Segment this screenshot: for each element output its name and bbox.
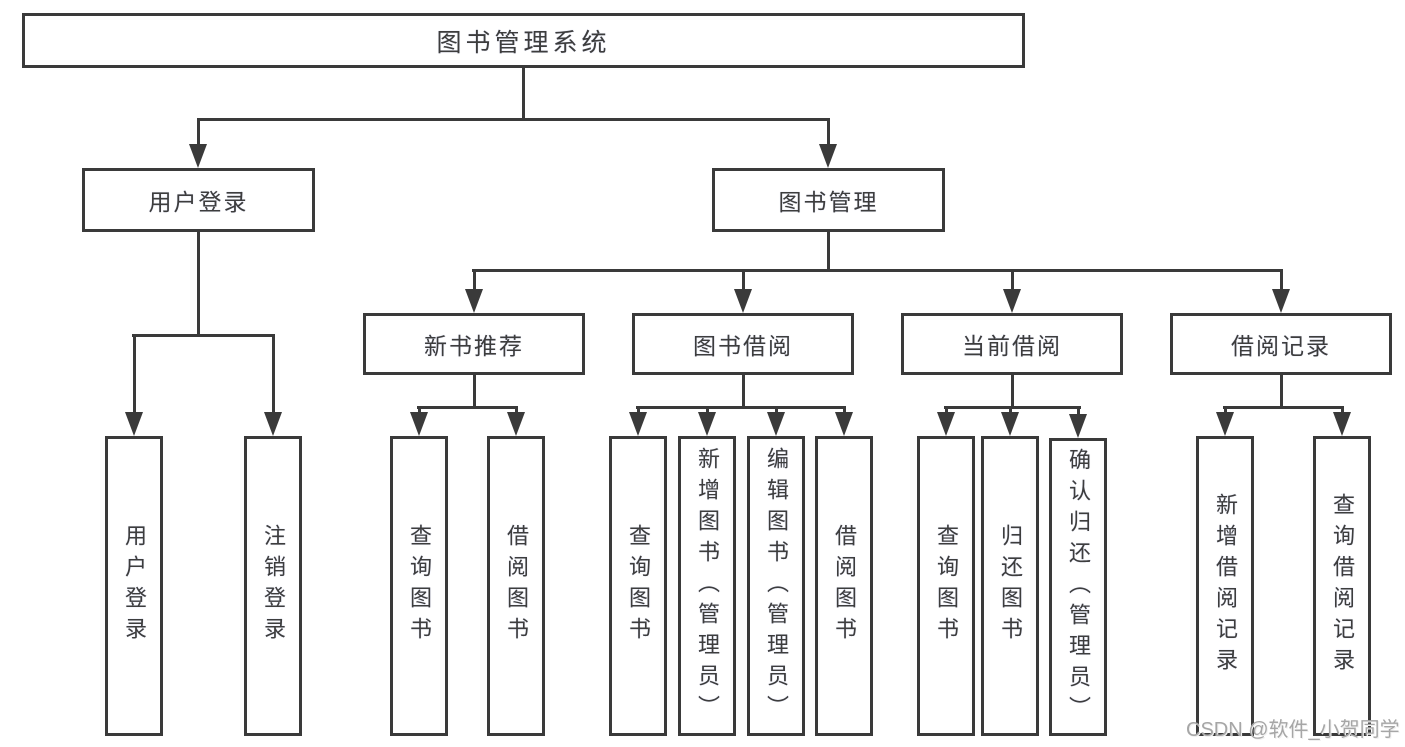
connector-drop-return-books bbox=[1009, 406, 1012, 414]
connector-login-stem bbox=[197, 230, 200, 336]
arrowhead-icon-current-borrowing bbox=[1003, 289, 1021, 313]
node-user-login: 用户登录 bbox=[82, 168, 315, 232]
arrowhead-icon-confirm-return bbox=[1069, 414, 1087, 438]
arrowhead-icon-query-books-1 bbox=[410, 412, 428, 436]
connector-level3-bar bbox=[472, 269, 1283, 272]
arrowhead-icon-add-record bbox=[1216, 412, 1234, 436]
leaf-query-books-3: 查询图书 bbox=[917, 436, 975, 736]
connector-drop-current-borrowing bbox=[1011, 269, 1014, 291]
leaf-borrow-books-1: 借阅图书 bbox=[487, 436, 545, 736]
leaf-confirm-return-admin: 确认归还（管理员） bbox=[1049, 438, 1107, 736]
leaf-user-login: 用户登录 bbox=[105, 436, 163, 736]
arrowhead-icon-new-book bbox=[465, 289, 483, 313]
node-book-borrowing: 图书借阅 bbox=[632, 313, 854, 375]
arrowhead-icon-query-record bbox=[1333, 412, 1351, 436]
arrowhead-icon-borrow-books-2 bbox=[835, 412, 853, 436]
arrowhead-icon-leaf-user-login bbox=[125, 412, 143, 436]
connector-drop-user-login bbox=[197, 118, 200, 146]
connector-borrowing-bar bbox=[636, 406, 846, 409]
connector-root-stem bbox=[522, 66, 525, 121]
node-current-borrowing: 当前借阅 bbox=[901, 313, 1123, 375]
connector-drop-borrowing-records bbox=[1280, 269, 1283, 291]
arrowhead-icon-add-books bbox=[698, 412, 716, 436]
leaf-add-borrow-record: 新增借阅记录 bbox=[1196, 436, 1254, 736]
leaf-borrow-books-2: 借阅图书 bbox=[815, 436, 873, 736]
node-root: 图书管理系统 bbox=[22, 13, 1025, 68]
connector-root-bar bbox=[197, 118, 830, 121]
connector-drop-leaf-user-login bbox=[133, 334, 136, 414]
connector-drop-query-books-3 bbox=[945, 406, 948, 414]
connector-newbook-bar bbox=[417, 406, 518, 409]
arrowhead-icon-query-books-3 bbox=[937, 412, 955, 436]
arrowhead-icon-return-books bbox=[1001, 412, 1019, 436]
connector-borrowing-stem bbox=[742, 373, 745, 408]
node-borrowing-records: 借阅记录 bbox=[1170, 313, 1392, 375]
csdn-watermark: CSDN @软件_小贺同学 bbox=[1186, 719, 1400, 741]
node-new-book-recommend: 新书推荐 bbox=[363, 313, 585, 375]
connector-drop-new-book bbox=[473, 269, 476, 291]
connector-drop-borrow-books-1 bbox=[515, 406, 518, 414]
arrowhead-icon-book-management bbox=[819, 144, 837, 168]
node-book-management: 图书管理 bbox=[712, 168, 945, 232]
connector-drop-book-management bbox=[827, 118, 830, 146]
connector-records-bar bbox=[1223, 406, 1344, 409]
connector-login-bar bbox=[132, 334, 275, 337]
leaf-add-books-admin: 新增图书（管理员） bbox=[678, 436, 736, 736]
connector-newbook-stem bbox=[473, 373, 476, 408]
arrowhead-icon-borrow-books-1 bbox=[507, 412, 525, 436]
arrowhead-icon-book-borrowing bbox=[734, 289, 752, 313]
leaf-query-books-1: 查询图书 bbox=[390, 436, 448, 736]
arrowhead-icon-query-books-2 bbox=[629, 412, 647, 436]
connector-drop-edit-books bbox=[775, 406, 778, 414]
arrowhead-icon-leaf-logout bbox=[264, 412, 282, 436]
connector-drop-query-books-1 bbox=[418, 406, 421, 414]
arrowhead-icon-edit-books bbox=[767, 412, 785, 436]
connector-drop-query-books-2 bbox=[637, 406, 640, 414]
leaf-return-books: 归还图书 bbox=[981, 436, 1039, 736]
connector-drop-book-borrowing bbox=[742, 269, 745, 291]
leaf-query-borrow-record: 查询借阅记录 bbox=[1313, 436, 1371, 736]
connector-drop-confirm-return bbox=[1077, 406, 1080, 416]
connector-current-stem bbox=[1011, 373, 1014, 408]
arrowhead-icon-user-login bbox=[189, 144, 207, 168]
leaf-query-books-2: 查询图书 bbox=[609, 436, 667, 736]
connector-mgmt-stem bbox=[827, 230, 830, 271]
connector-drop-leaf-logout bbox=[272, 334, 275, 414]
arrowhead-icon-borrowing-records bbox=[1272, 289, 1290, 313]
connector-drop-add-record bbox=[1224, 406, 1227, 414]
connector-records-stem bbox=[1280, 373, 1283, 408]
leaf-logout: 注销登录 bbox=[244, 436, 302, 736]
connector-drop-borrow-books-2 bbox=[843, 406, 846, 414]
leaf-edit-books-admin: 编辑图书（管理员） bbox=[747, 436, 805, 736]
connector-drop-query-record bbox=[1341, 406, 1344, 414]
connector-current-bar bbox=[944, 406, 1081, 409]
connector-drop-add-books bbox=[706, 406, 709, 414]
